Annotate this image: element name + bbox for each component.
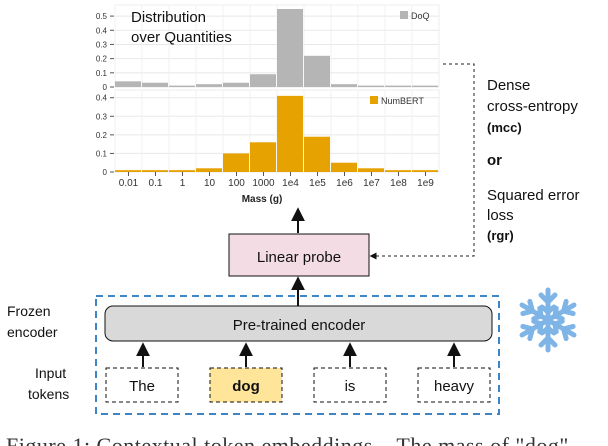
doq-legend-label: DoQ	[411, 11, 430, 21]
frozen-encoder-line2: encoder	[7, 324, 58, 340]
x-tick-label: 1000	[252, 178, 275, 189]
doq-ytick-label: 0.3	[96, 40, 108, 49]
numbert-legend-label: NumBERT	[381, 96, 424, 106]
caption-fragment: Figure 1: Contextual token embeddings...…	[0, 426, 608, 446]
linear-probe-box	[228, 233, 370, 277]
doq-chart: 0 0.1 0.2 0.3 0.4 0.5 Distribution over Quant…	[96, 4, 440, 92]
doq-ytick-label: 0.5	[96, 12, 108, 21]
x-tick-label: 1e5	[309, 178, 326, 189]
x-tick-label: 1	[180, 178, 186, 189]
pretrained-encoder-box	[104, 305, 493, 342]
doq-bar	[304, 55, 330, 87]
loss-or: or	[487, 152, 502, 169]
doq-bar	[358, 85, 384, 87]
x-tick-label: 0.1	[149, 178, 163, 189]
doq-bar	[250, 74, 276, 87]
loss-mcc-line2: cross-entropy	[487, 98, 578, 115]
doq-ytick-label: 0.1	[96, 69, 108, 78]
snowflake-arm	[519, 298, 551, 323]
snowflake-arm	[545, 298, 577, 323]
snowflake-icon	[519, 287, 577, 353]
numbert-ytick-label: 0.1	[96, 149, 108, 158]
token-is: is	[345, 378, 356, 395]
loss-mcc-line1: Dense	[487, 77, 530, 94]
numbert-bar	[115, 170, 141, 172]
x-tick-label: 1e7	[363, 178, 380, 189]
numbert-bar	[358, 168, 384, 172]
numbert-ytick-label: 0	[103, 168, 108, 177]
numbert-ytick-label: 0.4	[96, 94, 108, 103]
loss-rgr-abbrev: (rgr)	[487, 228, 514, 243]
doq-bar	[169, 85, 195, 87]
numbert-ytick-label: 0.2	[96, 131, 108, 140]
snowflake-arm	[545, 317, 577, 342]
loss-rgr-line1: Squared error	[487, 187, 580, 204]
token-heavy: heavy	[434, 378, 475, 395]
x-tick-label: 1e8	[390, 178, 407, 189]
loss-rgr-line2: loss	[487, 207, 514, 224]
numbert-chart: 0 0.1 0.2 0.3 0.4 NumBERT 0.01 0.1 1 10 100 1000 1…	[96, 89, 440, 205]
x-tick-label: 0.01	[119, 178, 139, 189]
loss-mcc-abbrev: (mcc)	[487, 120, 522, 135]
numbert-bar	[331, 162, 357, 172]
token-box-is	[313, 367, 387, 403]
doq-ytick-label: 0	[103, 83, 108, 92]
input-tokens-line1: Input	[35, 365, 66, 381]
x-axis-label: Mass (g)	[242, 194, 283, 205]
linear-probe-label: Linear probe	[257, 249, 341, 266]
caption-text: Figure 1: Contextual token embeddings...…	[6, 433, 569, 446]
doq-bar	[115, 81, 141, 87]
numbert-legend-swatch	[370, 96, 378, 104]
doq-ytick-label: 0.4	[96, 26, 108, 35]
snowflake-arm	[538, 317, 558, 353]
snowflake-arm	[519, 317, 551, 342]
numbert-bar	[277, 95, 303, 172]
numbert-bar	[412, 170, 438, 172]
encoder-dashed-frame	[95, 295, 500, 415]
numbert-bar	[250, 142, 276, 172]
token-dog: dog	[232, 378, 260, 395]
numbert-bar	[142, 170, 168, 172]
x-tick-label: 100	[228, 178, 245, 189]
numbert-bar	[196, 168, 222, 172]
doq-title-line2: over Quantities	[131, 29, 232, 46]
x-tick-label: 10	[204, 178, 216, 189]
input-tokens-line2: tokens	[28, 386, 69, 402]
token-box-heavy	[417, 367, 491, 403]
token-box-the	[105, 367, 179, 403]
x-tick-label: 1e6	[336, 178, 353, 189]
loss-connector	[369, 63, 475, 260]
doq-bar	[412, 85, 438, 87]
doq-bar	[223, 82, 249, 87]
doq-legend-swatch	[400, 11, 408, 19]
x-tick-label: 1e4	[282, 178, 299, 189]
pretrained-encoder-label: Pre-trained encoder	[233, 317, 366, 334]
numbert-bar	[304, 136, 330, 172]
doq-bar	[385, 85, 411, 87]
frozen-encoder-line1: Frozen	[7, 303, 51, 319]
numbert-bar	[385, 170, 411, 172]
doq-bar	[331, 84, 357, 87]
doq-bar	[142, 82, 168, 87]
doq-bar	[196, 84, 222, 87]
numbert-ytick-label: 0.3	[96, 112, 108, 121]
numbert-bar	[223, 153, 249, 172]
x-tick-label: 1e9	[417, 178, 434, 189]
token-the: The	[129, 378, 155, 395]
doq-title-line1: Distribution	[131, 9, 206, 26]
numbert-bar	[169, 170, 195, 172]
token-box-dog	[209, 367, 283, 403]
snowflake-arm	[538, 287, 558, 323]
doq-bar	[277, 9, 303, 87]
doq-ytick-label: 0.2	[96, 55, 108, 64]
